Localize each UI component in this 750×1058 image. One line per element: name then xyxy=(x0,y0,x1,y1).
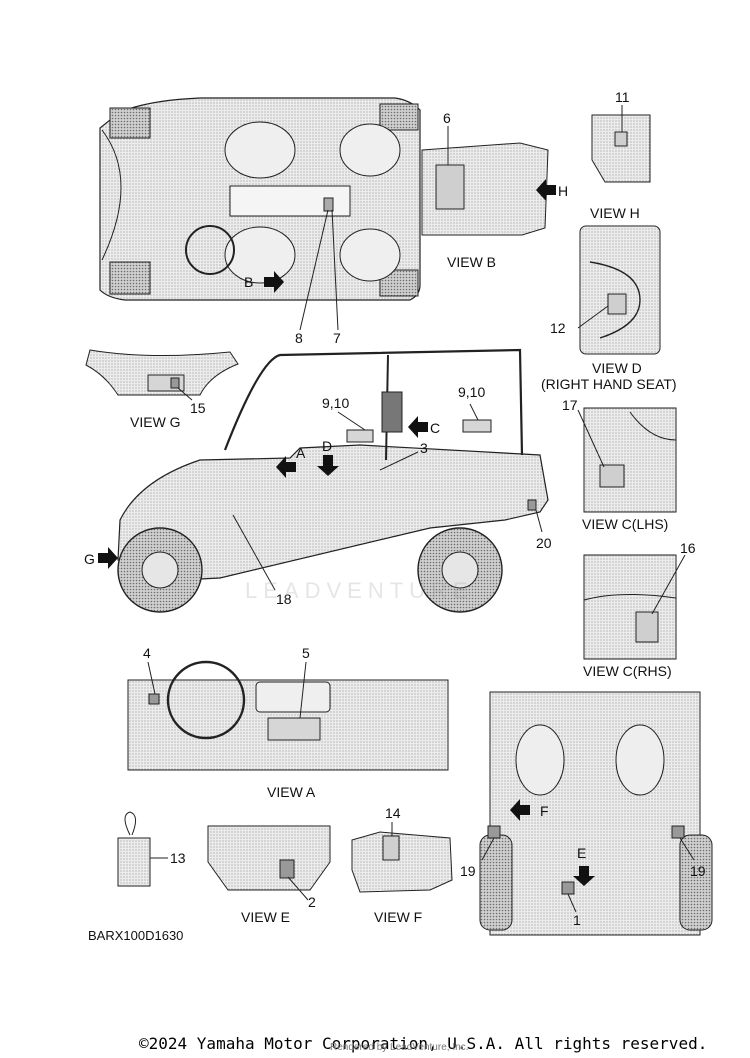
vehicle-rear-view xyxy=(479,691,713,936)
view-b-panel xyxy=(421,126,549,236)
callout-13: 13 xyxy=(170,850,186,866)
callout-8: 8 xyxy=(295,330,303,346)
arrow-letter-c: C xyxy=(430,420,440,436)
view-b-label: VIEW B xyxy=(447,254,496,270)
callout-16: 16 xyxy=(680,540,696,556)
view-g-label: VIEW G xyxy=(130,414,181,430)
callout-5: 5 xyxy=(302,645,310,661)
part-code: BARX100D1630 xyxy=(88,928,184,943)
arrow-c xyxy=(408,416,428,438)
view-a-label: VIEW A xyxy=(267,784,316,800)
callout-17: 17 xyxy=(562,397,578,413)
view-d-panel xyxy=(577,225,661,355)
view-f-panel xyxy=(351,822,453,893)
callout-11: 11 xyxy=(615,89,630,105)
arrow-letter-g: G xyxy=(84,551,95,567)
arrow-letter-e: E xyxy=(577,845,586,861)
arrow-f xyxy=(510,799,530,821)
callout-14: 14 xyxy=(385,805,401,821)
hang-tag xyxy=(117,811,168,887)
arrow-b xyxy=(264,271,284,293)
arrow-h xyxy=(536,179,556,201)
arrow-d xyxy=(317,455,339,476)
callout-20: 20 xyxy=(536,535,552,551)
callout-19-left: 19 xyxy=(460,863,476,879)
view-h-panel xyxy=(591,105,651,183)
arrow-letter-b: B xyxy=(244,274,253,290)
watermark: LEADVENTURE xyxy=(245,578,474,603)
vehicle-side-view xyxy=(117,348,549,613)
arrow-letter-a: A xyxy=(296,445,306,461)
arrow-letter-d: D xyxy=(322,438,332,454)
view-e-label: VIEW E xyxy=(241,909,290,925)
view-a-panel xyxy=(127,660,449,771)
rendered-by-notice: Rendered by LeadVenture, Inc. xyxy=(330,1042,469,1053)
copyright-notice: ©2024 Yamaha Motor Corporation, U.S.A. A… xyxy=(139,1034,708,1053)
vehicle-top-view xyxy=(99,97,421,331)
callout-7: 7 xyxy=(333,330,341,346)
arrow-letter-f: F xyxy=(540,803,549,819)
view-c-lhs-panel xyxy=(577,407,677,513)
callout-9-10-b: 9,10 xyxy=(458,384,485,400)
callout-12: 12 xyxy=(550,320,566,336)
view-e-panel xyxy=(207,825,331,901)
arrow-letter-h: H xyxy=(558,183,568,199)
view-c-rhs-label: VIEW C(RHS) xyxy=(583,663,672,679)
view-h-label: VIEW H xyxy=(590,205,640,221)
callout-9-10-a: 9,10 xyxy=(322,395,349,411)
callout-3: 3 xyxy=(420,440,428,456)
arrow-g xyxy=(98,547,118,569)
callout-2: 2 xyxy=(308,894,316,910)
callout-18: 18 xyxy=(276,591,292,607)
view-d-sublabel: (RIGHT HAND SEAT) xyxy=(541,376,677,392)
arrow-e xyxy=(573,866,595,886)
view-c-lhs-label: VIEW C(LHS) xyxy=(582,516,668,532)
view-g-panel xyxy=(85,349,239,401)
view-f-label: VIEW F xyxy=(374,909,422,925)
view-c-rhs-panel xyxy=(583,554,686,660)
callout-19-right: 19 xyxy=(690,863,706,879)
callout-6: 6 xyxy=(443,110,451,126)
view-d-label: VIEW D xyxy=(592,360,642,376)
callout-15: 15 xyxy=(190,400,206,416)
arrow-a xyxy=(276,456,296,478)
callout-1: 1 xyxy=(573,912,581,928)
callout-4: 4 xyxy=(143,645,151,661)
